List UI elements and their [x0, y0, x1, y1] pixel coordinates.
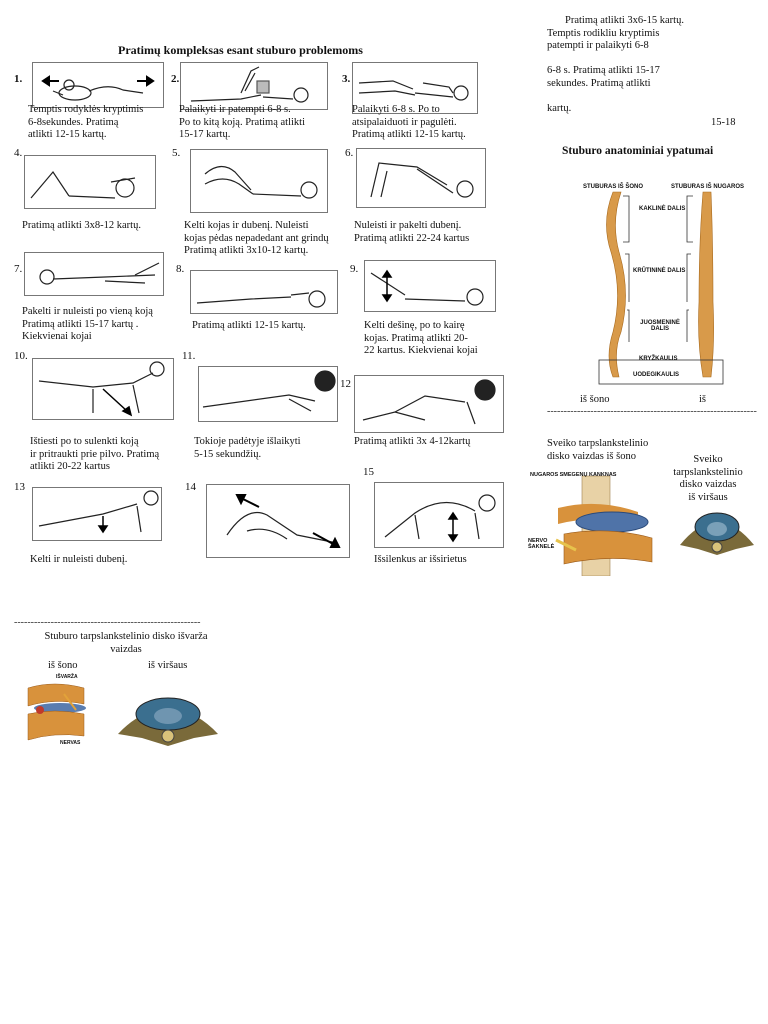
exercise-6-text: Nuleisti ir pakelti dubenį. Pratimą atli…	[354, 220, 470, 244]
exercise-15-illustration	[374, 482, 504, 548]
exercise-11-number: 11.	[182, 350, 196, 362]
exercise-5-illustration	[190, 149, 328, 213]
exercise-3-number: 3.	[342, 73, 351, 85]
exercise-8-number: 8.	[176, 263, 185, 275]
spine-label-coccyx: UODEGIKAULIS	[633, 372, 680, 378]
exercise-3-illustration	[352, 62, 478, 114]
exercise-9-text: Kelti dešinę, po to kairę kojas. Pratimą…	[364, 320, 478, 356]
exercise-11-text: Tokioje padėtyje išlaikyti 5-15 sekundži…	[194, 436, 301, 460]
nerve-label: NERVAS	[60, 740, 81, 746]
hernia-view-side: iš šono	[48, 660, 78, 671]
healthy-disc-top-image	[676, 505, 758, 557]
exercise-13-illustration	[32, 487, 162, 541]
exercise-10-illustration	[32, 358, 174, 420]
spine-label-cervical: KAKLINĖ DALIS	[639, 206, 686, 212]
spine-view-back: iš	[699, 394, 707, 405]
exercise-15-number: 15	[363, 466, 374, 478]
exercise-1-number: 1.	[14, 73, 23, 85]
spine-label-side: STUBURAS IŠ ŠONO	[583, 184, 644, 190]
bottom-divider: ----------------------------------------…	[14, 617, 201, 628]
exercise-6-illustration	[356, 148, 486, 208]
exercise-14-illustration	[206, 484, 350, 558]
spine-label-sacral: KRYŽKAULIS	[639, 356, 678, 362]
exercise-1-illustration	[32, 62, 164, 108]
spine-heading: Stuburo anatominiai ypatumai	[562, 145, 714, 157]
side-top-text: Pratimą atlikti 3x6-15 kartų. Temptis ro…	[547, 15, 684, 114]
exercise-12-illustration	[354, 375, 504, 433]
exercise-7-illustration	[24, 252, 164, 296]
exercise-2-illustration	[180, 62, 328, 110]
exercise-6-number: 6.	[345, 147, 354, 159]
spine-view-side: iš šono	[580, 394, 610, 405]
hernia-view-top: iš viršaus	[148, 660, 188, 671]
exercise-8-illustration	[190, 270, 338, 314]
spine-label-back: STUBURAS IŠ NUGAROS	[671, 184, 745, 190]
exercise-15-text: Išsilenkus ar išsirietus	[374, 554, 467, 565]
side-divider: ----------------------------------------…	[547, 406, 757, 417]
exercise-2-number: 2.	[171, 73, 180, 85]
exercise-9-illustration	[364, 260, 496, 312]
side-top-number: 15-18	[711, 117, 736, 128]
exercise-2-text: Palaikyti ir patempti 6-8 s. Po to kitą …	[179, 104, 305, 140]
exercise-4-text: Pratimą atlikti 3x8-12 kartų.	[22, 220, 141, 231]
hernia-label: IŠVARŽA	[56, 674, 78, 680]
healthy-disc-side-caption: Sveiko tarpslankstelinio disko vaizdas i…	[547, 438, 649, 462]
exercise-10-text: Ištiesti po to sulenkti koją ir pritrauk…	[30, 436, 160, 472]
exercise-1-text: Temptis rodyklės kryptimis 6-8sekundes. …	[28, 104, 144, 140]
exercise-7-text: Pakelti ir nuleisti po vieną koją Pratim…	[22, 306, 153, 342]
healthy-disc-side-image: NUGAROS SMEGENŲ KANKNAS NERVO ŠAKNELĖ	[528, 468, 658, 577]
exercise-5-number: 5.	[172, 147, 181, 159]
exercise-4-number: 4.	[14, 147, 23, 159]
exercise-3-text: Palaikyti 6-8 s. Po to atsipalaiduoti ir…	[352, 104, 466, 140]
exercise-11-illustration	[198, 366, 338, 422]
root-label: NERVO ŠAKNELĖ	[528, 538, 555, 550]
hernia-side-image: IŠVARŽA NERVAS	[24, 674, 92, 746]
exercise-13-number: 13	[14, 481, 25, 493]
exercise-5-text: Kelti kojas ir dubenį. Nuleisti kojas pė…	[184, 220, 329, 256]
page-title: Pratimų kompleksas esant stuburo problem…	[118, 43, 363, 57]
exercise-7-number: 7.	[14, 263, 23, 275]
healthy-disc-top-caption: Sveiko tarpslankstelinio disko vaizdas i…	[673, 454, 743, 503]
exercise-8-text: Pratimą atlikti 12-15 kartų.	[192, 320, 306, 331]
hernia-top-image	[114, 690, 222, 748]
exercise-4-illustration	[24, 155, 156, 209]
exercise-12-text: Pratimą atlikti 3x 4-12kartų	[354, 436, 471, 447]
spine-label-thoracic: KRŪTININĖ DALIS	[633, 268, 686, 274]
spine-label-lumbar: JUOSMENINĖ DALIS	[640, 320, 680, 332]
exercise-10-number: 10.	[14, 350, 28, 362]
hernia-title: Stuburo tarpslankstelinio disko išvarža …	[44, 631, 208, 655]
exercise-12-number: 12	[340, 378, 351, 390]
spine-diagram: STUBURAS IŠ ŠONO STUBURAS IŠ NUGAROS KAK…	[583, 182, 745, 388]
canal-label: NUGAROS SMEGENŲ KANKNAS	[530, 472, 617, 478]
exercise-13-text: Kelti ir nuleisti dubenį.	[30, 554, 128, 565]
exercise-9-number: 9.	[350, 263, 359, 275]
exercise-14-number: 14	[185, 481, 196, 493]
